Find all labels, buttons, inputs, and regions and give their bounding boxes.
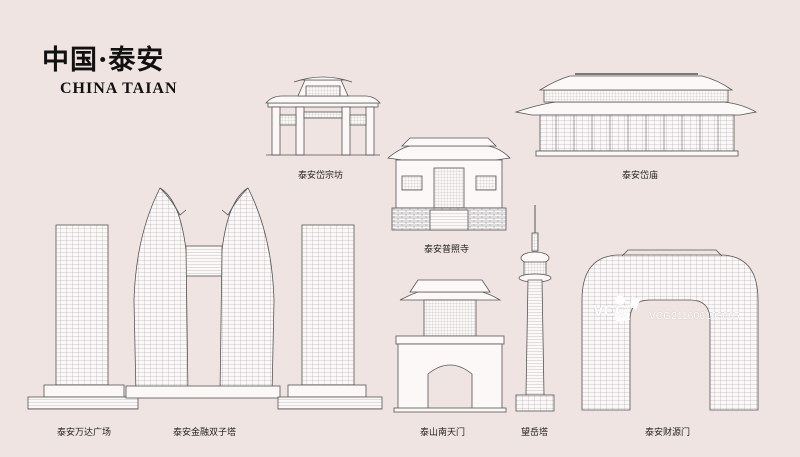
label-nantianmen: 泰山南天门 [420,428,466,438]
label-wangyueta: 望岳塔 [521,428,549,438]
label-daimiao: 泰安岱庙 [622,171,659,181]
puzhaosi-temple [387,137,511,231]
page-subtitle: CHINA TAIAN [60,80,178,97]
label-daizongfang: 泰安岱宗坊 [298,171,344,181]
wangyueta-tower [515,205,555,412]
label-wanda: 泰安万达广场 [57,428,112,438]
label-jinrong: 泰安金融双子塔 [173,428,237,438]
daimiao-hall [514,73,758,157]
vcg-logo-icon [614,295,640,322]
twin-towers [125,187,383,410]
label-caiyuanmen: 泰安财源门 [645,428,691,438]
label-puzhaosi: 泰安普照寺 [424,245,470,255]
wanda-tower [27,224,139,410]
watermark-code: VCG211606193865 [649,311,740,322]
caiyuanmen-arch [581,249,759,411]
nantianmen-gate [393,279,507,413]
page-title: 中国·泰安 [42,45,165,76]
daizongfang-archway [265,76,381,156]
watermark-brand: VCG [593,303,628,320]
